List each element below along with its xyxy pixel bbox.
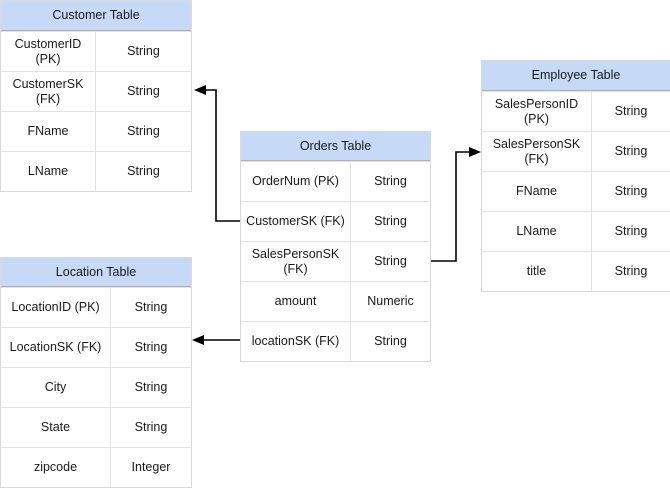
table-row[interactable]: LName String [1,151,191,191]
connector-line [202,89,240,222]
field-name: LName [1,152,96,191]
field-type: String [134,340,168,354]
entity-customer-table[interactable]: Customer Table CustomerID (PK) String Cu… [0,0,192,192]
field-name: SalesPersonID (PK) [482,92,592,131]
entity-title-employee: Employee Table [482,61,670,91]
field-name: FName [1,112,96,151]
table-row[interactable]: FName String [1,111,191,151]
table-row[interactable]: LocationSK (FK) String [1,327,191,367]
field-name: SalesPersonSK (FK) [482,132,592,171]
entity-title-orders: Orders Table [241,132,430,161]
table-row[interactable]: LName String [482,211,670,251]
field-name: LocationSK (FK) [1,328,111,367]
entity-title-customer: Customer Table [1,1,191,31]
field-type: String [374,214,407,228]
field-type: String [374,254,407,268]
table-row[interactable]: CustomerSK (FK) String [1,71,191,111]
entity-orders-table[interactable]: Orders Table OrderNum (PK) String Custom… [240,131,431,362]
field-name: LName [482,212,592,251]
connector-orders-to-employee[interactable] [431,147,481,262]
arrow-head-icon [194,85,206,95]
field-name: LocationID (PK) [1,288,111,327]
table-row[interactable]: SalesPersonSK (FK) String [241,241,430,281]
connector-orders-to-customer[interactable] [194,85,240,222]
field-type: String [134,420,168,434]
field-type: String [614,104,648,118]
entity-title-location: Location Table [1,258,191,287]
field-name: CustomerID (PK) [1,32,96,71]
field-name: State [1,408,111,447]
table-row[interactable]: amount Numeric [241,281,430,321]
field-type: String [127,164,160,178]
field-type: String [614,144,648,158]
connector-line [431,151,472,262]
table-row[interactable]: CustomerID (PK) String [1,31,191,71]
table-row[interactable]: State String [1,407,191,447]
table-row[interactable]: CustomerSK (FK) String [241,201,430,241]
field-type: String [127,44,160,58]
field-name: OrderNum (PK) [241,162,351,201]
field-name: zipcode [1,448,111,487]
field-type: String [134,380,168,394]
table-row[interactable]: SalesPersonID (PK) String [482,91,670,131]
field-name: title [482,252,592,291]
field-type: String [614,264,648,278]
field-name: CustomerSK (FK) [241,202,351,241]
connector-orders-to-location[interactable] [192,335,240,345]
arrow-head-icon [469,147,481,157]
field-type: String [374,174,407,188]
table-row[interactable]: FName String [482,171,670,211]
table-row[interactable]: locationSK (FK) String [241,321,430,361]
table-row[interactable]: OrderNum (PK) String [241,161,430,201]
table-row[interactable]: title String [482,251,670,291]
field-name: City [1,368,111,407]
field-type: String [127,124,160,138]
field-type: Integer [131,460,171,474]
arrow-head-icon [192,335,204,345]
field-type: String [134,300,168,314]
field-name: SalesPersonSK (FK) [241,242,351,281]
field-type: String [614,224,648,238]
table-row[interactable]: LocationID (PK) String [1,287,191,327]
field-type: String [127,84,160,98]
field-type: String [374,334,407,348]
field-name: amount [241,282,351,321]
table-row[interactable]: City String [1,367,191,407]
entity-location-table[interactable]: Location Table LocationID (PK) String Lo… [0,257,192,488]
field-name: FName [482,172,592,211]
table-row[interactable]: zipcode Integer [1,447,191,487]
field-name: CustomerSK (FK) [1,72,96,111]
field-type: String [614,184,648,198]
field-type: Numeric [367,294,414,308]
field-name: locationSK (FK) [241,322,351,361]
entity-employee-table[interactable]: Employee Table SalesPersonID (PK) String… [481,60,670,292]
table-row[interactable]: SalesPersonSK (FK) String [482,131,670,171]
